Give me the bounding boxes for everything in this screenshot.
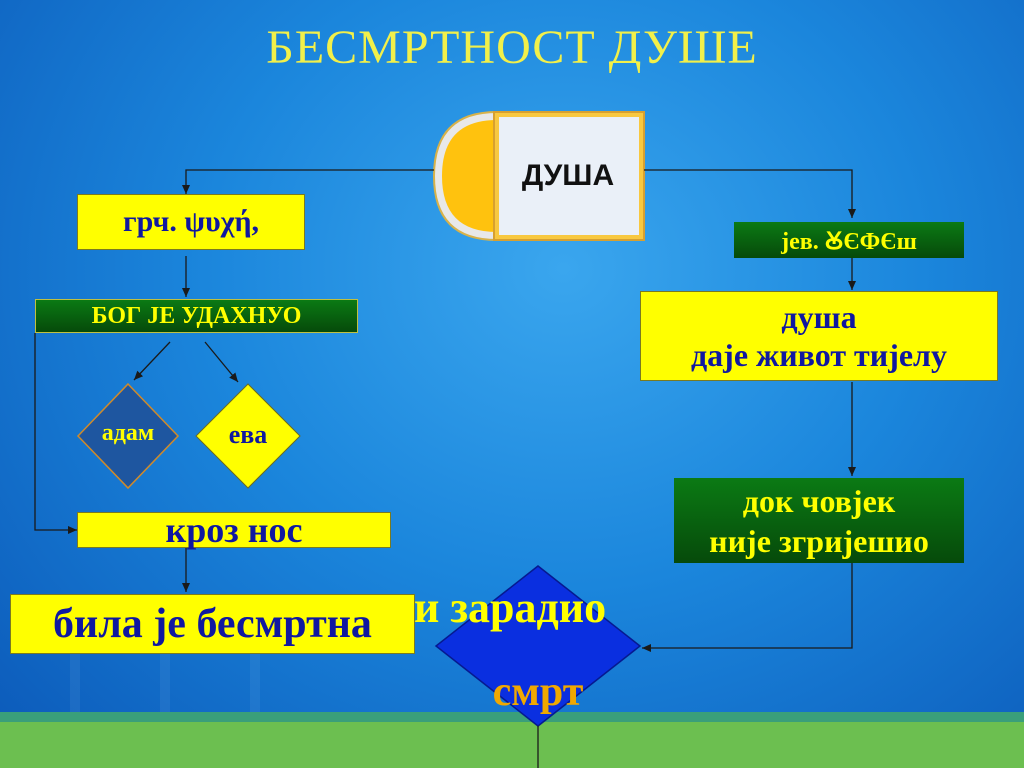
until-sinned-line1: док човјек — [742, 482, 896, 519]
soul-node-shape — [432, 110, 645, 242]
soul-gives-life-box: душа даје живот тијелу — [640, 291, 998, 381]
arrow-soul-to-hebrew — [644, 169, 856, 218]
soul-gives-life-line1: душа — [781, 299, 857, 335]
background-stripe — [160, 640, 170, 712]
god-breathed-box: БОГ ЈЕ УДАХНУО — [35, 299, 358, 333]
arrow-god-to-eva — [204, 341, 239, 383]
ground-band-edge — [0, 712, 1024, 722]
page-title: БЕСМРТНОСТ ДУШЕ — [266, 21, 758, 74]
adam-diamond — [76, 382, 180, 490]
death-text: смрт — [492, 669, 584, 715]
soul-gives-life-line2: даје живот тијелу — [690, 337, 947, 373]
arrow-god-to-nose — [34, 333, 77, 534]
and-earned-text: и зарадио — [414, 583, 607, 632]
eva-label: ева — [228, 420, 268, 449]
arrow-soul-to-greek — [182, 169, 434, 194]
eva-diamond — [195, 383, 301, 489]
greek-term-box: грч. ψυχή, — [77, 194, 305, 250]
until-sinned-line2: није згријешио — [709, 522, 929, 559]
hebrew-term-box: јев. ꙊЄФЄш — [734, 222, 964, 258]
through-nose-box: кроз нос — [77, 510, 391, 550]
background-stripe — [70, 640, 80, 712]
adam-label: адам — [101, 420, 155, 446]
until-sinned-box: док човјек није згријешио — [674, 478, 964, 563]
soul-node-label: ДУША — [521, 159, 615, 192]
arrow-sin-to-death — [642, 563, 853, 652]
background-stripe — [250, 640, 260, 712]
arrow-god-to-adam — [133, 341, 171, 381]
was-immortal-box: била је бесмртна — [10, 594, 415, 654]
